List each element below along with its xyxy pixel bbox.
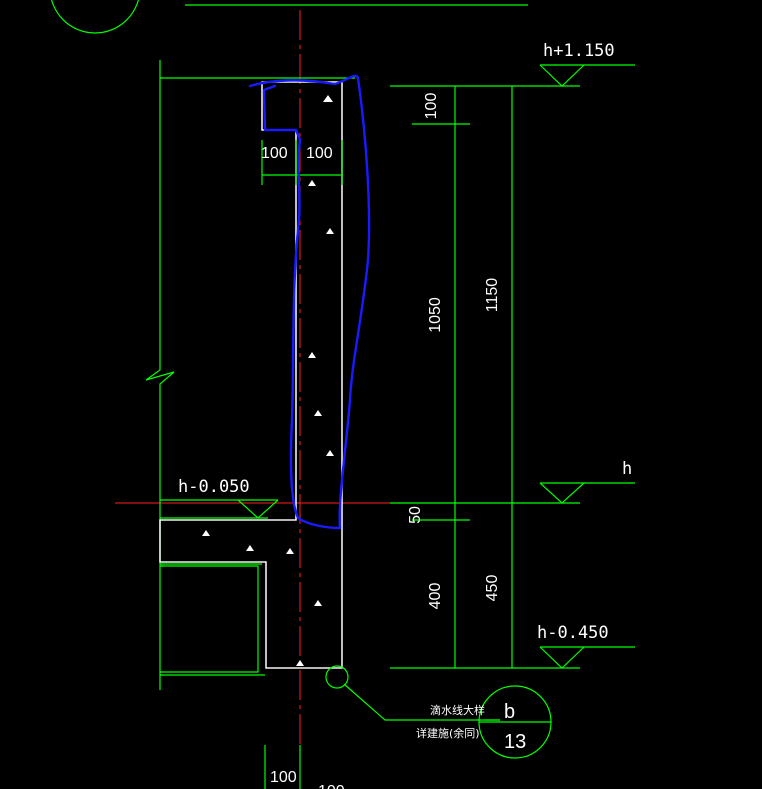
dim-bottom-right: 100 — [318, 783, 345, 789]
dim-50: 50 — [407, 506, 424, 524]
bubble-top-label: b — [504, 701, 515, 723]
dim-lip-height: 100 — [423, 93, 440, 120]
elevation-h: h — [539, 459, 635, 504]
dim-400: 400 — [427, 583, 444, 610]
right-dimensions: 100 1050 1150 50 400 450 — [390, 85, 580, 669]
elevation-floor-label: h-0.050 — [178, 477, 250, 497]
dim-lip-width: 100 — [261, 145, 288, 162]
elevation-bottom: h-0.450 — [537, 623, 635, 669]
drip-callout: b 13 滴水线大样 详建施(余同) — [325, 665, 552, 759]
left-wall-lines — [145, 60, 355, 690]
dim-bottom-left: 100 — [270, 769, 297, 786]
bottom-dimension: 100 100 — [264, 745, 345, 789]
dim-450: 450 — [484, 575, 501, 602]
callout-line-1: 滴水线大样 — [430, 703, 485, 717]
dim-1050: 1050 — [427, 297, 444, 333]
blue-markup-outline — [248, 74, 371, 530]
elevation-top: h+1.150 — [539, 41, 635, 87]
elevation-h-label: h — [622, 459, 632, 479]
elevation-floor: h-0.050 — [160, 477, 279, 519]
elevation-bottom-label: h-0.450 — [537, 623, 609, 643]
dim-1150: 1150 — [484, 278, 501, 313]
top-width-dimension: 100 100 — [261, 140, 343, 185]
bubble-bottom-label: 13 — [504, 731, 526, 753]
detail-marker-partial — [51, 0, 139, 34]
callout-line-2: 详建施(余同) — [416, 726, 480, 740]
dim-wall-width: 100 — [306, 145, 333, 162]
elevation-top-label: h+1.150 — [543, 41, 615, 61]
concrete-parapet — [159, 81, 343, 669]
